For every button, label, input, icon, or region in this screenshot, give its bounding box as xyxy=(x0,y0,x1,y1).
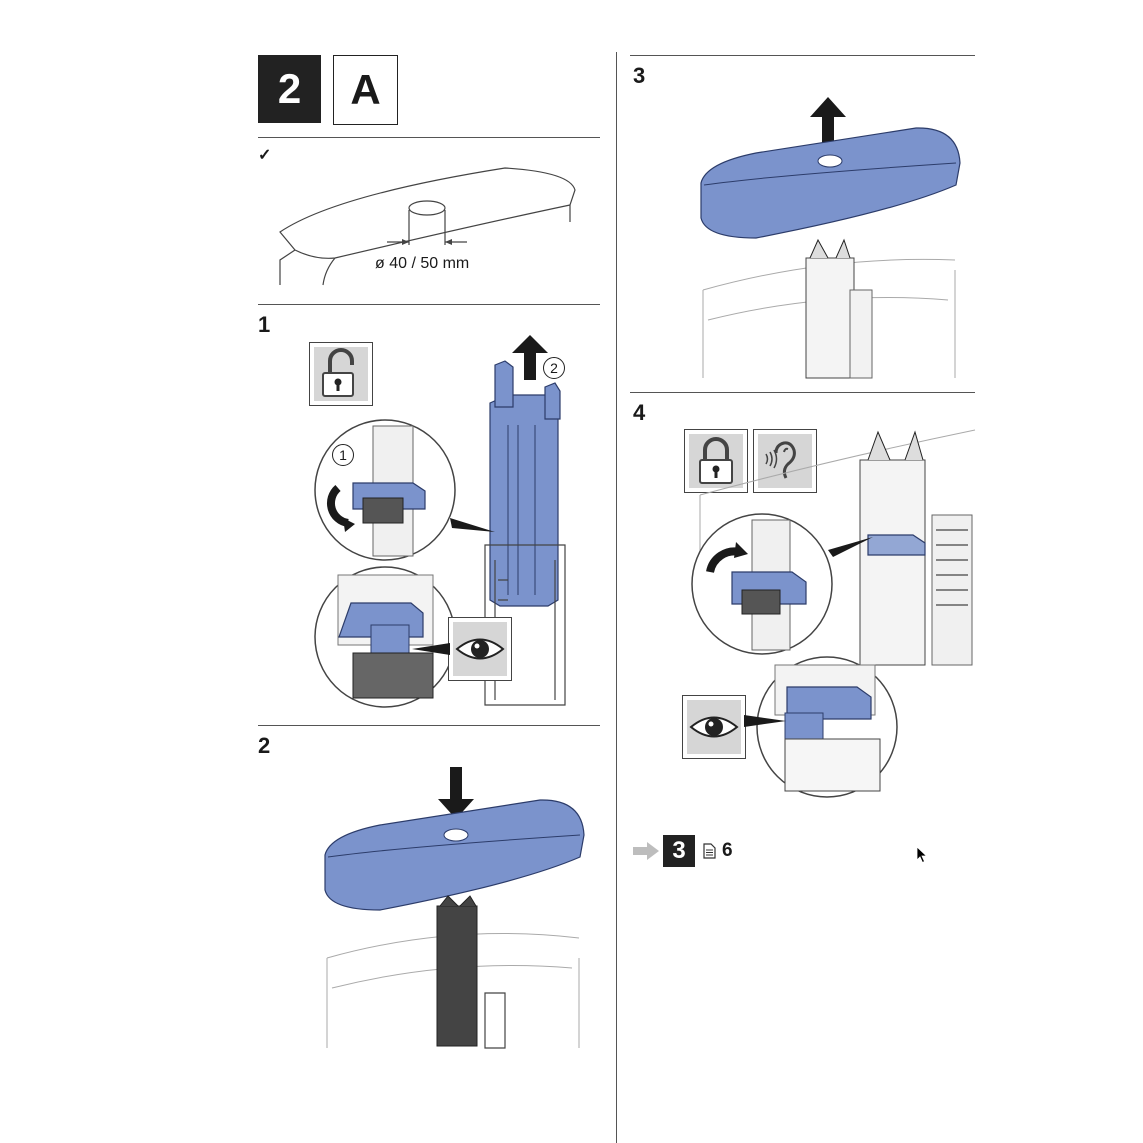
rule-before-step-4 xyxy=(630,392,975,393)
step-number-1: 1 xyxy=(258,312,271,337)
cistern-tank-illustration-step-3 xyxy=(702,238,956,379)
eye-icon-box-step-4 xyxy=(682,695,746,759)
cistern-lid-lowering-illustration xyxy=(324,799,585,911)
ear-icon-box xyxy=(753,429,817,493)
unlock-icon xyxy=(314,347,368,401)
step-number-3: 3 xyxy=(633,63,646,88)
eye-icon-step-1 xyxy=(453,622,507,676)
callout-2-circle: 2 xyxy=(543,357,565,379)
section-number: 2 xyxy=(277,65,302,112)
fill-valve-installed-illustration-step-4 xyxy=(699,429,976,666)
next-arrow-icon xyxy=(633,842,659,860)
lock-icon xyxy=(689,434,743,488)
step-number-2: 2 xyxy=(258,733,271,758)
detail-pointer-top xyxy=(450,518,495,532)
eye-icon-step-4 xyxy=(687,700,741,754)
rule-before-step-2 xyxy=(258,725,600,726)
detail-pointer-step-4-top xyxy=(828,537,873,557)
page-document-icon xyxy=(703,843,716,859)
unlock-icon-box xyxy=(309,342,373,406)
variant-letter-box: A xyxy=(333,55,398,125)
column-divider xyxy=(616,52,617,1143)
eye-icon-box-step-1 xyxy=(448,617,512,681)
next-section-number: 3 xyxy=(672,837,686,864)
lock-icon-box xyxy=(684,429,748,493)
up-arrow-icon-step-3 xyxy=(810,97,846,149)
ear-icon xyxy=(758,434,812,488)
callout-2-label: 2 xyxy=(550,360,558,376)
rule-top-right xyxy=(630,55,975,56)
cistern-lid-outline-illustration xyxy=(279,167,576,286)
rule-before-step-1 xyxy=(258,304,600,305)
check-mark: ✓ xyxy=(258,147,272,164)
next-section-box[interactable]: 3 xyxy=(663,835,695,867)
diameter-dimension-label: ø 40 / 50 mm xyxy=(375,255,470,272)
up-arrow-icon-step-1 xyxy=(512,335,548,380)
detail-circle-clip-check xyxy=(756,656,898,798)
variant-letter: A xyxy=(350,66,381,113)
next-page-number[interactable]: 6 xyxy=(722,840,733,861)
detail-pointer-step-4-bottom xyxy=(744,715,786,727)
mouse-cursor-icon xyxy=(916,846,928,864)
callout-1-circle: 1 xyxy=(332,444,354,466)
cistern-tank-illustration-step-2 xyxy=(326,895,580,1049)
section-number-box: 2 xyxy=(258,55,321,123)
rule-under-header xyxy=(258,137,600,138)
detail-circle-rotate-collar xyxy=(314,419,456,561)
detail-circle-locking-clip xyxy=(314,566,456,708)
down-arrow-icon-step-2 xyxy=(438,767,474,819)
detail-circle-rotate-lock xyxy=(691,513,833,655)
callout-1-label: 1 xyxy=(339,447,347,463)
step-number-4: 4 xyxy=(633,400,646,425)
cistern-lid-lifting-illustration xyxy=(700,127,961,239)
detail-pointer-bottom xyxy=(412,643,450,655)
